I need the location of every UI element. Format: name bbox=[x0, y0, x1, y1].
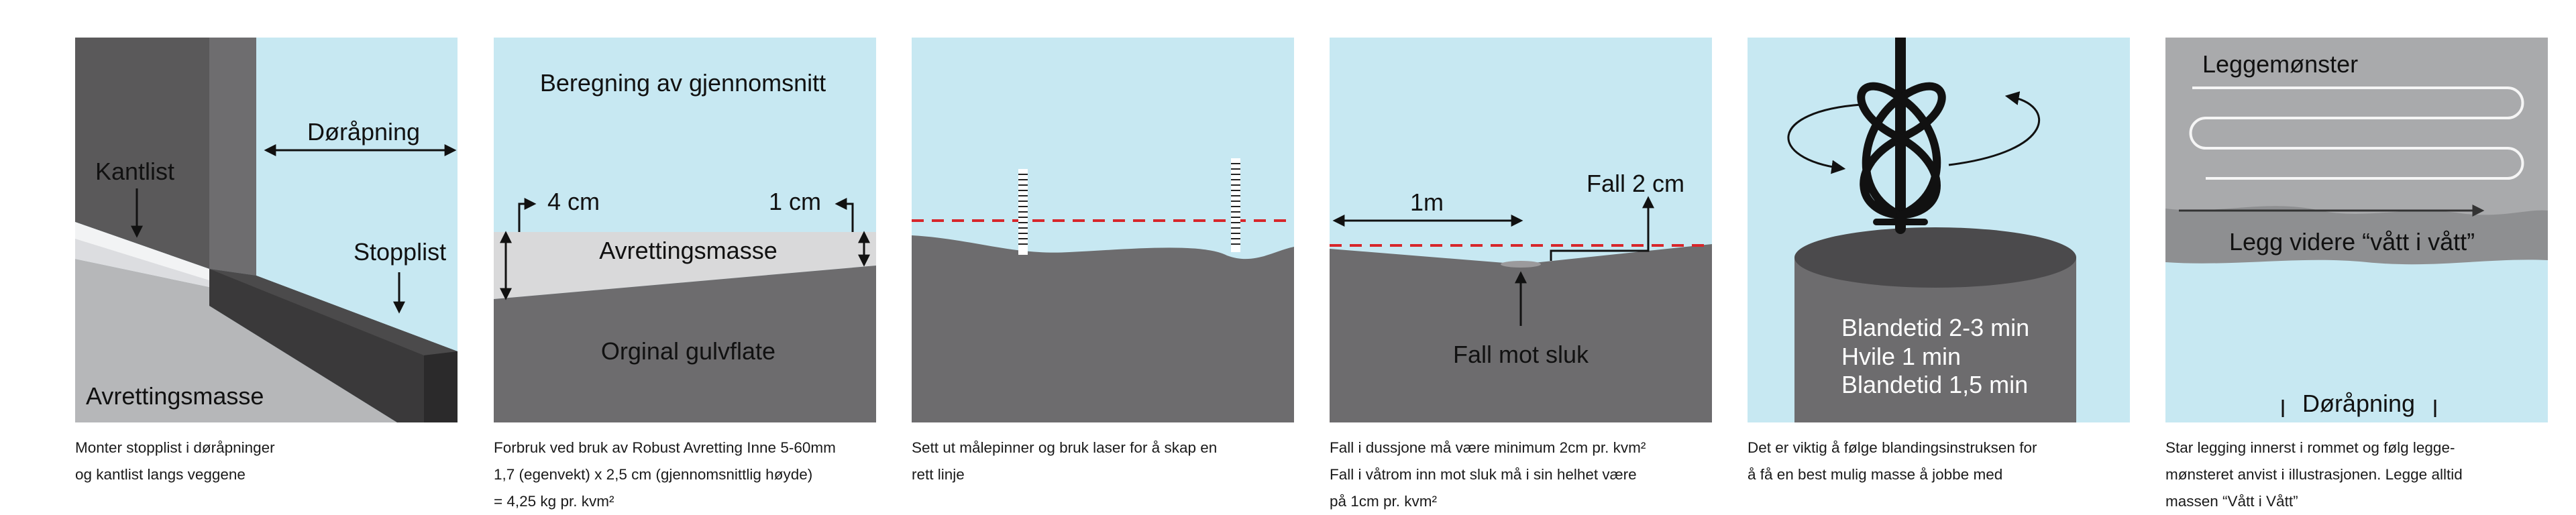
caption-6: Star legging innerst i rommet og følg le… bbox=[2165, 439, 2463, 510]
fresh-screed bbox=[2165, 260, 2548, 422]
left-depth-label: 4 cm bbox=[547, 188, 600, 215]
drain-label: Fall mot sluk bbox=[1453, 341, 1589, 368]
fall-label: Fall 2 cm bbox=[1587, 170, 1684, 197]
caption-2: Forbruk ved bruk av Robust Avretting Inn… bbox=[494, 439, 836, 510]
door-label: Døråpning bbox=[307, 118, 420, 146]
door-jamb bbox=[209, 38, 256, 276]
door-label: Døråpning bbox=[2302, 390, 2415, 417]
measuring-pin-left bbox=[1018, 169, 1028, 255]
floor-label: Orginal gulvflate bbox=[601, 337, 775, 365]
distance-label: 1m bbox=[1410, 188, 1444, 216]
floor-screed bbox=[75, 259, 397, 422]
rest-label: Hvile 1 min bbox=[1841, 343, 1961, 370]
screed-wedge bbox=[494, 232, 876, 299]
edge-label: Kantlist bbox=[95, 158, 174, 185]
drain bbox=[1501, 261, 1541, 268]
panel-stop-edge-strips: Døråpning Kantlist Stopplist Avrettingsm… bbox=[75, 38, 458, 422]
stop-label: Stopplist bbox=[354, 238, 446, 266]
caption-1: Monter stopplist i døråpninger og kantli… bbox=[75, 439, 275, 483]
wet-label: Legg videre “vått i vått” bbox=[2229, 228, 2475, 255]
mix-time-label: Blandetid 2-3 min bbox=[1841, 314, 2029, 341]
mix-time-2-label: Blandetid 1,5 min bbox=[1841, 371, 2028, 398]
calc-title: Beregning av gjennomsnitt bbox=[540, 69, 826, 97]
stop-strip bbox=[209, 269, 458, 422]
screed-label: Avrettingsmasse bbox=[599, 237, 777, 264]
panel-mixing: Blandetid 2-3 min Hvile 1 min Blandetid … bbox=[1748, 38, 2130, 422]
panel-laying-pattern: Leggemønster Legg videre “vått i vått” D… bbox=[2165, 38, 2548, 422]
caption-3: Sett ut målepinner og bruk laser for å s… bbox=[912, 439, 1218, 483]
panel-average-calculation: Beregning av gjennomsnitt 4 cm 1 cm Avre… bbox=[494, 38, 876, 422]
measuring-pin-right bbox=[1231, 158, 1240, 252]
bucket bbox=[1794, 227, 2076, 422]
rotation-arrow-right bbox=[1948, 91, 2041, 166]
laying-pattern-path bbox=[2189, 87, 2524, 180]
fall-arrow bbox=[1550, 196, 1654, 261]
panel-laser-leveling bbox=[912, 38, 1294, 422]
screed-label: Avrettingsmasse bbox=[86, 382, 264, 410]
original-floor bbox=[494, 266, 876, 422]
pattern-label: Leggemønster bbox=[2202, 50, 2358, 78]
rotation-arrow-left bbox=[1787, 103, 1862, 174]
caption-4: Fall i dussjone må være minimum 2cm pr. … bbox=[1330, 439, 1646, 510]
mixer-icon bbox=[1857, 38, 1946, 234]
uneven-floor bbox=[912, 235, 1294, 422]
right-depth-label: 1 cm bbox=[769, 188, 821, 215]
left-wall bbox=[75, 38, 209, 269]
panel-drain-fall: 1m Fall 2 cm Fall mot sluk bbox=[1330, 38, 1712, 422]
sloped-floor bbox=[1330, 244, 1712, 422]
caption-5: Det er viktig å følge blandingsinstrukse… bbox=[1748, 439, 2037, 483]
